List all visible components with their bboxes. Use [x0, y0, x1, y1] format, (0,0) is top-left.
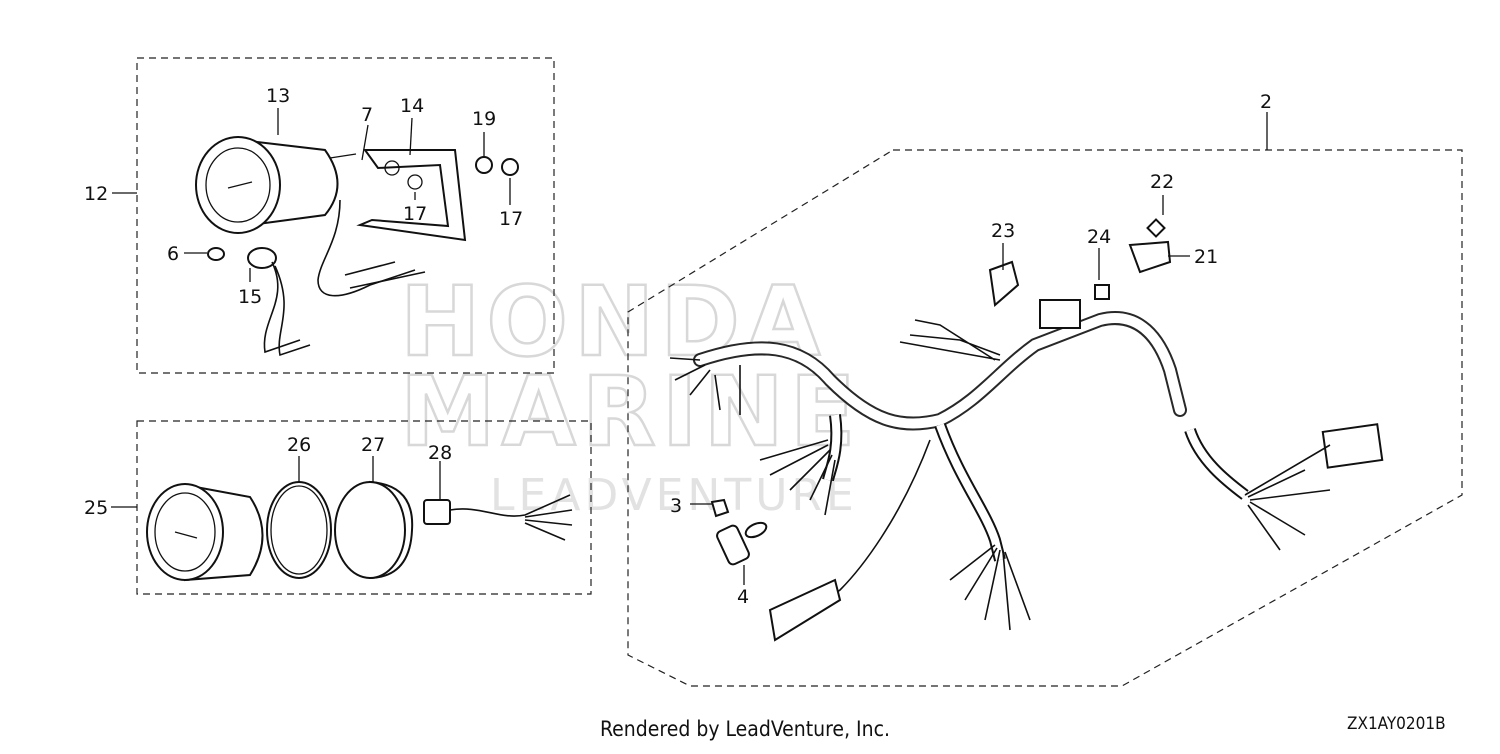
callout-24: 24	[1087, 226, 1111, 248]
gasket-ring-part	[266, 481, 332, 579]
callout-21: 21	[1194, 246, 1218, 268]
callout-14: 14	[400, 95, 424, 117]
callout-27: 27	[361, 434, 385, 456]
callout-13: 13	[266, 85, 290, 107]
callout-23: 23	[991, 220, 1015, 242]
diagram-code: ZX1AY0201B	[1347, 714, 1446, 734]
leader-lines	[111, 108, 1268, 585]
callout-12: 12	[84, 183, 108, 205]
socket-part	[247, 247, 277, 269]
tachometer-part	[195, 136, 357, 234]
tach-wire	[317, 199, 416, 297]
trim-meter-part	[146, 483, 264, 582]
callout-3: 3	[670, 495, 682, 517]
callout-17b: 17	[499, 208, 523, 230]
bracket-part	[356, 149, 467, 242]
callout-2: 2	[1260, 91, 1272, 113]
tube-part	[716, 521, 768, 566]
callout-25: 25	[84, 497, 108, 519]
footer-credit: Rendered by LeadVenture, Inc.	[600, 717, 890, 741]
nut-part	[501, 158, 519, 176]
watermark: HONDA MARINE LEADVENTURE	[399, 265, 857, 521]
callout-22: 22	[1150, 171, 1174, 193]
callout-28: 28	[428, 442, 452, 464]
callout-7: 7	[361, 104, 373, 126]
watermark-line1: HONDA	[400, 266, 826, 378]
callout-15: 15	[238, 286, 262, 308]
bezel-ring-part	[334, 480, 414, 580]
callout-6: 6	[167, 243, 179, 265]
connector-part	[423, 494, 573, 541]
tach-wire-leads	[344, 261, 426, 289]
callout-26: 26	[287, 434, 311, 456]
callout-19: 19	[472, 108, 496, 130]
socket-wire	[263, 261, 311, 357]
bulb-part	[207, 247, 225, 261]
callout-labels: 2 3 4 6 7 12 13 14 15 17 17 19 21 22 23 …	[84, 85, 1272, 608]
harness-assembly-box	[627, 149, 1463, 687]
washer-part	[475, 156, 493, 174]
callout-4: 4	[737, 586, 749, 608]
grommet-part	[710, 498, 730, 518]
relay-part	[1039, 299, 1081, 329]
wire-harness-part	[669, 218, 1384, 642]
tachometer-assembly-box	[136, 57, 555, 374]
callout-17a: 17	[403, 203, 427, 225]
